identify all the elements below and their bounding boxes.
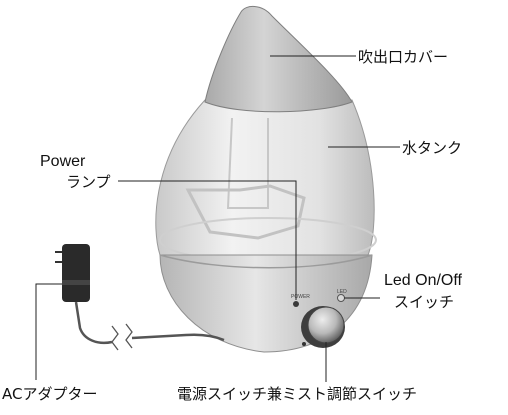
label-water-tank: 水タンク [402, 139, 463, 157]
outlet-cover [204, 6, 353, 113]
label-led-title: Led On/Off [384, 272, 462, 289]
label-power-title: Power [40, 153, 86, 170]
label-main-switch: 電源スイッチ兼ミスト調節スイッチ [177, 385, 418, 403]
label-led-switch: スイッチ [394, 293, 455, 311]
leader-adapter [35, 283, 62, 380]
mist-knob[interactable] [307, 306, 345, 344]
label-power-lamp: ランプ [66, 173, 111, 191]
power-cord [74, 301, 113, 345]
power-marking: POWER [291, 294, 310, 300]
water-tank-body [155, 99, 375, 256]
leader-power [118, 180, 297, 300]
label-ac-adapter: ACアダプター [2, 385, 98, 403]
power-lamp [293, 301, 299, 307]
label-outlet-cover: 吹出口カバー [358, 48, 449, 66]
ac-adapter [62, 244, 90, 302]
led-marking: LED [337, 289, 347, 295]
inner-column [226, 117, 269, 209]
led-switch[interactable] [337, 294, 345, 302]
inner-tray [185, 184, 306, 240]
